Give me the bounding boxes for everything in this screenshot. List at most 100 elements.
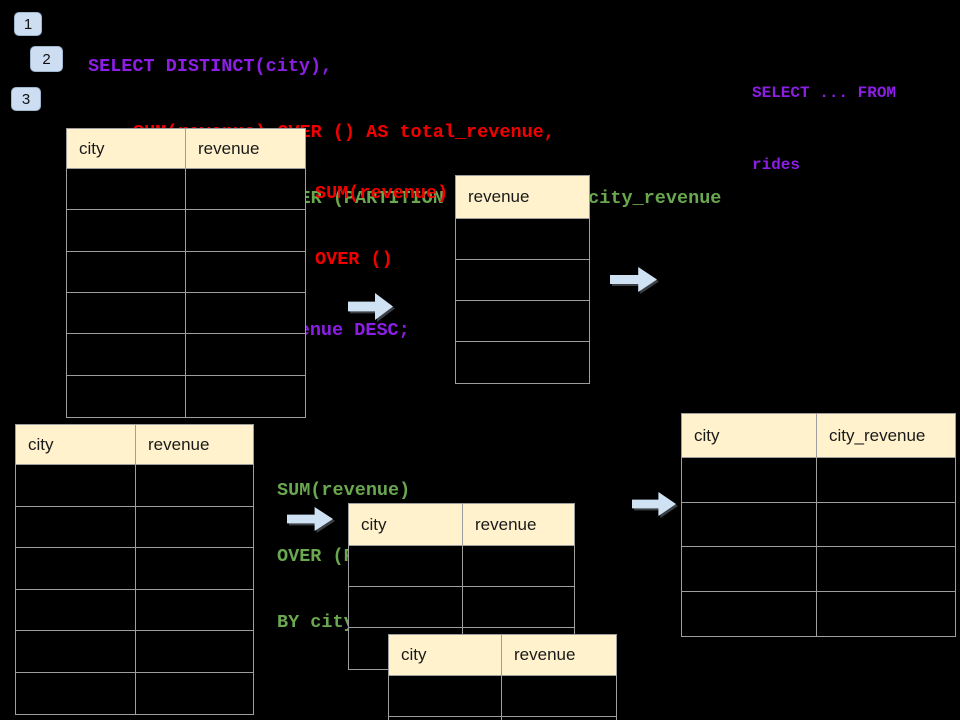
column-header-revenue: revenue bbox=[198, 138, 260, 158]
table-cell bbox=[456, 301, 589, 341]
table-cell bbox=[67, 334, 186, 375]
arrow-shape bbox=[632, 492, 676, 516]
table-row bbox=[349, 587, 574, 628]
table-cell bbox=[67, 292, 186, 334]
table-cell bbox=[682, 547, 817, 591]
table-header-row: city revenue bbox=[67, 129, 305, 169]
table-cell bbox=[16, 672, 136, 714]
table-cell bbox=[502, 676, 616, 716]
table-cell bbox=[16, 465, 136, 506]
table-row bbox=[682, 591, 955, 637]
table-row bbox=[682, 458, 955, 503]
flow-arrow-right-icon bbox=[632, 492, 676, 516]
table-cell bbox=[67, 251, 186, 292]
column-header-city: city bbox=[682, 414, 817, 457]
flow-arrow-right-icon bbox=[610, 267, 657, 292]
column-header-revenue: revenue bbox=[475, 514, 537, 534]
table-total-revenue-result: revenue bbox=[455, 175, 590, 384]
table-row bbox=[16, 672, 253, 715]
step-badge-1: 1 bbox=[14, 12, 42, 36]
table-row bbox=[456, 342, 589, 383]
table-row bbox=[456, 260, 589, 301]
column-header-city: city bbox=[389, 635, 502, 675]
table-cell bbox=[682, 458, 817, 502]
column-header-revenue: revenue bbox=[468, 187, 530, 206]
table-row bbox=[67, 251, 305, 293]
table-cell bbox=[67, 169, 186, 210]
table-cell bbox=[389, 676, 502, 716]
table-body bbox=[682, 458, 955, 636]
table-row bbox=[16, 631, 253, 673]
table-cell bbox=[67, 375, 186, 417]
column-header-city: city bbox=[67, 129, 186, 168]
table-row bbox=[67, 334, 305, 376]
flow-arrow-right-icon bbox=[348, 293, 393, 320]
table-cell bbox=[136, 507, 253, 548]
label-line: OVER () bbox=[315, 249, 393, 270]
table-cell bbox=[463, 587, 574, 627]
table-cell bbox=[136, 590, 253, 631]
table-cell bbox=[16, 548, 136, 589]
table-cell bbox=[389, 717, 502, 720]
table-header-row: city revenue bbox=[16, 425, 253, 465]
table-body bbox=[16, 465, 253, 714]
table-cell bbox=[817, 547, 955, 591]
step-badge-2: 2 bbox=[30, 46, 63, 72]
table-cell bbox=[186, 210, 305, 250]
table-row bbox=[456, 301, 589, 342]
table-body bbox=[456, 219, 589, 383]
table-source-rides-bottom: city revenue bbox=[15, 424, 254, 715]
table-row bbox=[349, 546, 574, 587]
table-row bbox=[67, 375, 305, 417]
table-cell bbox=[349, 546, 463, 586]
side-note-select-from-rides: SELECT ... FROM rides bbox=[752, 33, 896, 225]
table-cell bbox=[456, 342, 589, 383]
column-header-revenue: revenue bbox=[148, 434, 210, 454]
table-cell bbox=[136, 673, 253, 715]
label-line: SUM(revenue) bbox=[277, 480, 411, 501]
table-row bbox=[67, 210, 305, 252]
table-city-revenue-result: city city_revenue bbox=[681, 413, 956, 637]
table-cell bbox=[67, 210, 186, 251]
table-row bbox=[682, 502, 955, 547]
table-row bbox=[16, 589, 253, 631]
table-cell bbox=[186, 252, 305, 292]
table-cell bbox=[136, 465, 253, 506]
table-body bbox=[389, 676, 616, 720]
table-cell bbox=[456, 260, 589, 300]
arrow-shape bbox=[287, 507, 333, 531]
label-line: SUM(revenue) bbox=[315, 183, 449, 204]
side-note-line: rides bbox=[752, 156, 801, 174]
arrow-shape bbox=[348, 293, 393, 320]
table-cell bbox=[186, 169, 305, 209]
column-header-city: city bbox=[16, 425, 136, 464]
table-cell bbox=[463, 546, 574, 586]
table-row bbox=[16, 465, 253, 507]
table-header-row: city city_revenue bbox=[682, 414, 955, 458]
table-cell bbox=[456, 219, 589, 259]
table-cell bbox=[682, 502, 817, 546]
column-header-revenue: revenue bbox=[514, 645, 576, 664]
step-badge-3: 3 bbox=[11, 87, 41, 111]
table-partition-front: city revenue bbox=[388, 634, 617, 720]
side-note-line: SELECT ... FROM bbox=[752, 84, 897, 102]
table-body bbox=[67, 169, 305, 417]
table-row bbox=[67, 169, 305, 211]
table-cell bbox=[349, 587, 463, 627]
table-cell bbox=[136, 548, 253, 589]
table-source-rides-top: city revenue bbox=[66, 128, 306, 418]
table-cell bbox=[186, 293, 305, 333]
table-header-row: city revenue bbox=[349, 504, 574, 546]
table-cell bbox=[817, 592, 955, 637]
table-cell bbox=[16, 589, 136, 630]
table-row bbox=[67, 292, 305, 335]
table-row bbox=[389, 717, 616, 720]
table-cell bbox=[136, 631, 253, 672]
label-sum-over-all: SUM(revenue) OVER () bbox=[315, 139, 448, 315]
flow-arrow-right-icon bbox=[287, 507, 333, 531]
table-row bbox=[456, 219, 589, 260]
table-cell bbox=[817, 458, 955, 502]
table-cell bbox=[817, 503, 955, 547]
arrow-shape bbox=[610, 267, 657, 292]
